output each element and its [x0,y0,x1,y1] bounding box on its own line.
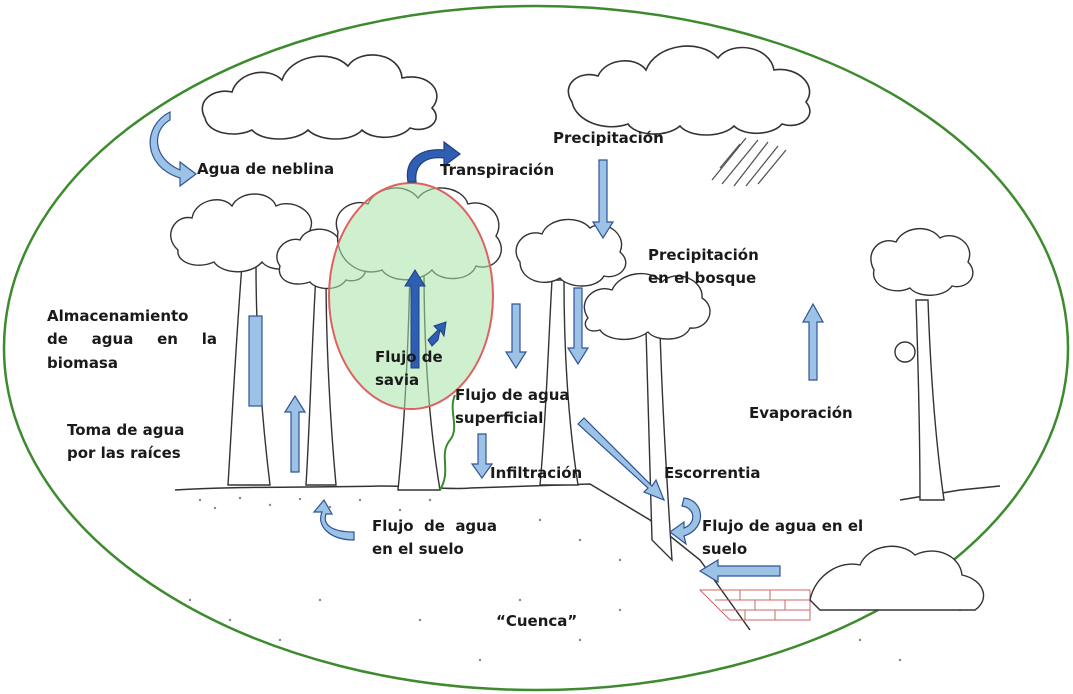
cloud-right [568,46,810,135]
biomass-storage-bar [249,316,262,406]
brick-wall [700,590,810,620]
cloud-left [202,55,437,139]
tree-slope [584,274,710,560]
rain-lines [712,138,786,186]
label-cuenca: “Cuenca” [496,610,577,633]
fog-curved-arrow [150,112,196,186]
soil-flow-left-curved-arrow [314,500,354,540]
soil-flow-right-curved-arrow [670,498,701,544]
label-precipitacion-bosque: Precipitación en el bosque [648,244,759,291]
label-flujo-superficial: Flujo de agua superficial [455,384,570,431]
label-toma-agua: Toma de agua por las raíces [67,419,184,466]
tree-right [871,229,973,500]
label-evaporacion: Evaporación [749,402,853,425]
label-transpiracion: Transpiración [440,159,554,182]
label-precipitacion: Precipitación [553,127,664,150]
label-flujo-suelo-right: Flujo de agua en el suelo [702,515,863,562]
label-infiltracion: Infiltración [490,462,582,485]
label-agua-neblina: Agua de neblina [197,158,334,181]
label-flujo-savia: Flujo de savia [375,346,443,393]
label-flujo-suelo-left: Flujo de agua en el suelo [372,515,530,562]
vine [440,395,455,490]
label-almacenamiento: Almacenamiento de agua en la biomasa [47,305,217,375]
label-escorrentia: Escorrentia [664,462,760,485]
